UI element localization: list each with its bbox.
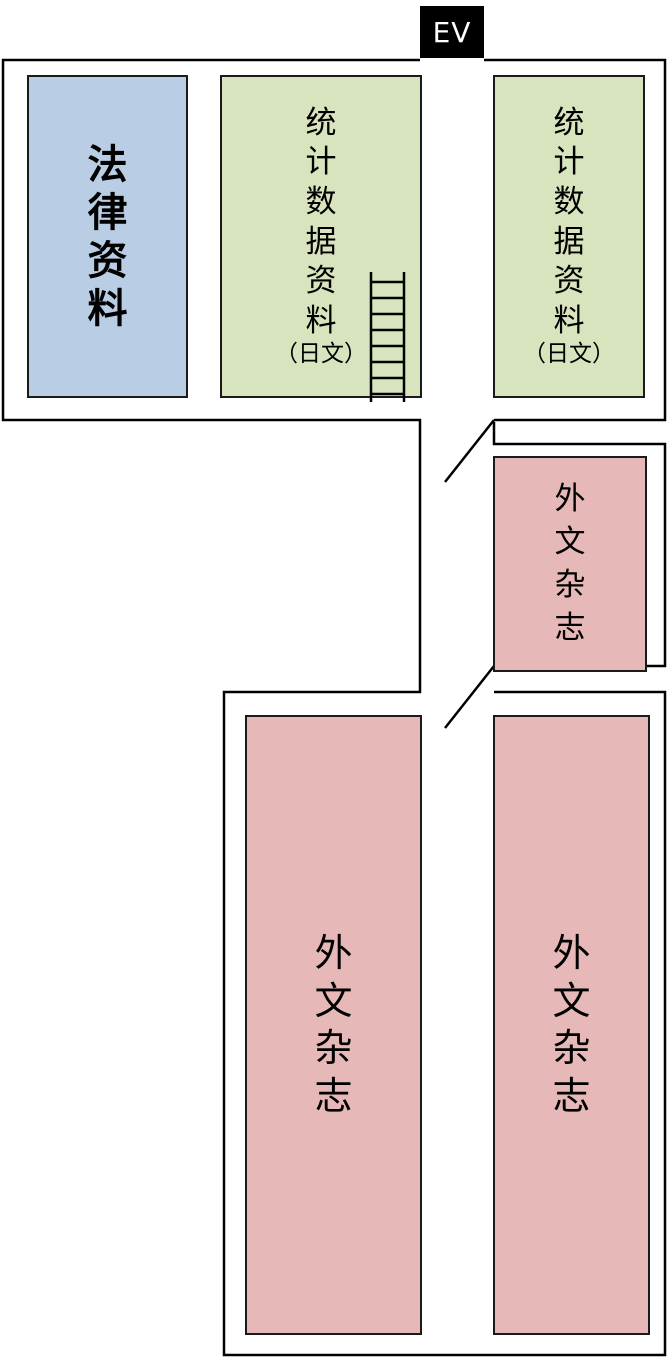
shelf-label: 外 文 杂 志 — [314, 930, 352, 1120]
label-char: 统 — [553, 104, 585, 141]
label-char: 杂 — [554, 567, 586, 603]
label-char: 计 — [553, 144, 585, 181]
label-char: 外 — [552, 931, 591, 975]
label-char: 杂 — [314, 1026, 353, 1070]
label-char: 资 — [553, 263, 585, 300]
label-char: 据 — [553, 223, 585, 260]
shelf-label: 统 计 数 据 资 料 （日文） — [275, 104, 367, 369]
ladder-icon — [369, 272, 406, 402]
door-lower — [444, 665, 495, 729]
label-char: 法 — [87, 141, 128, 188]
label-char: 志 — [554, 609, 586, 646]
shelf-foreign-journals-alcove[interactable]: 外 文 杂 志 — [493, 456, 647, 672]
shelf-label: 统 计 数 据 资 料 （日文） — [523, 104, 615, 369]
label-char: 计 — [305, 144, 337, 181]
label-char: 文 — [552, 978, 591, 1023]
label-char: 外 — [314, 931, 353, 975]
label-char: 统 — [305, 104, 337, 141]
label-char: 资 — [87, 237, 128, 284]
label-char: 料 — [87, 285, 128, 332]
label-char: 文 — [554, 524, 586, 561]
elevator-label: EV — [420, 6, 484, 58]
shelf-foreign-journals-right[interactable]: 外 文 杂 志 — [493, 715, 650, 1335]
shelf-statistics-japanese-right[interactable]: 统 计 数 据 资 料 （日文） — [493, 75, 645, 398]
shelf-foreign-journals-left[interactable]: 外 文 杂 志 — [245, 715, 422, 1335]
label-char: 数 — [553, 184, 585, 221]
label-char: 杂 — [552, 1026, 591, 1070]
label-char: 律 — [87, 189, 128, 236]
label-char: 志 — [314, 1073, 353, 1118]
label-subtitle: （日文） — [275, 340, 367, 367]
label-char: 据 — [305, 223, 337, 260]
label-char: 资 — [305, 263, 337, 300]
shelf-label: 外 文 杂 志 — [555, 478, 586, 649]
label-char: 料 — [553, 303, 585, 340]
label-char: 数 — [305, 184, 337, 221]
room-outline-top-right — [484, 58, 667, 422]
door-upper — [444, 419, 495, 483]
shelf-law-materials[interactable]: 法 律 资 料 — [27, 75, 188, 398]
label-char: 文 — [314, 978, 353, 1023]
shelf-statistics-japanese-left[interactable]: 统 计 数 据 资 料 （日文） — [220, 75, 422, 398]
room-outline-top — [1, 58, 667, 1357]
label-char: 料 — [305, 303, 337, 340]
label-char: 志 — [552, 1073, 591, 1118]
label-char: 外 — [554, 481, 586, 518]
shelf-label: 法 律 资 料 — [88, 141, 128, 333]
label-subtitle: （日文） — [523, 340, 615, 367]
shelf-label: 外 文 杂 志 — [552, 930, 590, 1120]
